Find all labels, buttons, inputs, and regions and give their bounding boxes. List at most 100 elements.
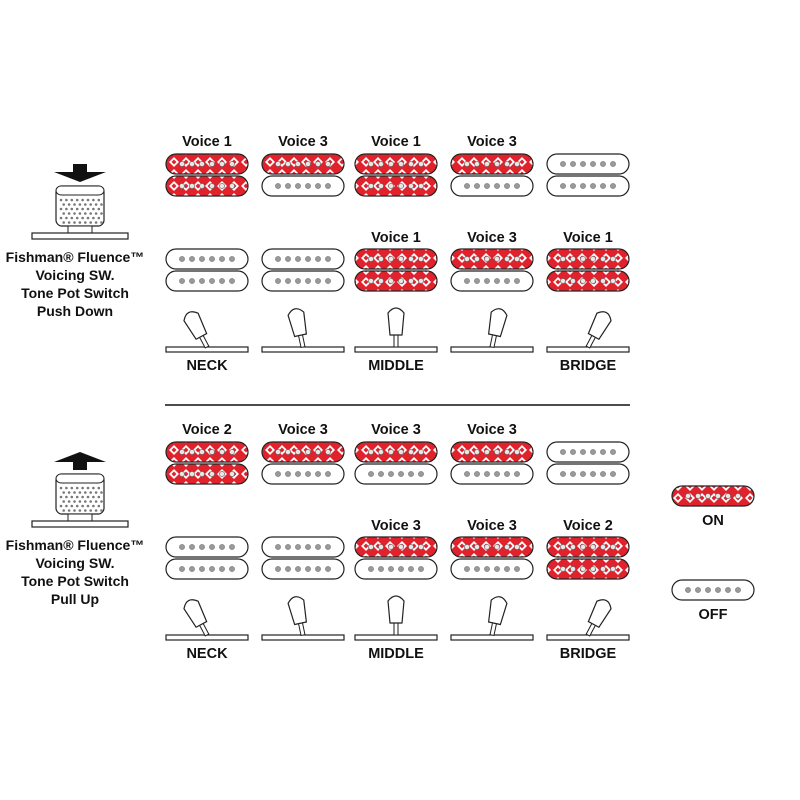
pole-piece	[189, 471, 195, 477]
pole-piece	[295, 161, 301, 167]
switch-lever	[387, 595, 405, 636]
pole-piece	[494, 161, 500, 167]
knurl-dot	[94, 500, 98, 503]
coil	[546, 558, 630, 580]
pole-piece	[484, 161, 490, 167]
pole-piece	[580, 566, 586, 572]
pole-piece	[388, 566, 394, 572]
switch-plate	[546, 634, 630, 641]
knurl-dot	[59, 495, 63, 499]
pole-piece	[590, 566, 596, 572]
pole-piece	[368, 278, 374, 284]
pole-piece	[610, 161, 616, 167]
pole-piece	[494, 278, 500, 284]
pole-piece	[590, 183, 596, 189]
coil	[450, 175, 534, 197]
bridge-voice-label: Voice 2	[563, 518, 613, 534]
pole-piece	[418, 544, 424, 550]
knurl-dot	[81, 216, 84, 220]
coil	[354, 441, 438, 463]
pole-piece	[695, 587, 701, 593]
knurl-dot	[86, 207, 90, 211]
pole-piece	[189, 161, 195, 167]
pole-piece	[398, 161, 404, 167]
pole-piece	[295, 278, 301, 284]
pole-piece	[514, 566, 520, 572]
pole-piece	[560, 256, 566, 262]
pole-piece	[219, 161, 225, 167]
bridge-voice-label: Voice 1	[563, 230, 613, 246]
switch-plate	[546, 346, 630, 353]
pole-piece	[418, 278, 424, 284]
knurl-dot	[92, 504, 95, 508]
pole-piece	[325, 278, 331, 284]
knurl-dot	[75, 207, 79, 211]
pole-piece	[600, 278, 606, 284]
pole-piece	[560, 449, 566, 455]
coil	[450, 441, 534, 463]
pickup-selector-switch	[546, 311, 630, 353]
knurl-dot	[73, 221, 76, 224]
knurl-dot	[59, 198, 63, 202]
knurl-dot	[81, 486, 84, 490]
pole-piece	[189, 544, 195, 550]
pole-piece	[388, 183, 394, 189]
pole-piece	[275, 566, 281, 572]
pole-piece	[514, 256, 520, 262]
knurl-dot	[70, 216, 74, 220]
neck-humbucker	[450, 441, 534, 485]
knurl-dot	[97, 207, 101, 211]
coil	[354, 558, 438, 580]
knurl-dot	[62, 203, 65, 206]
neck-voice-label: Voice 1	[371, 134, 421, 150]
knob-base-plate	[31, 520, 129, 528]
pole-piece	[305, 471, 311, 477]
pole-piece	[560, 471, 566, 477]
pole-piece	[368, 161, 374, 167]
coil	[165, 153, 249, 175]
pole-piece	[464, 278, 470, 284]
pole-piece	[209, 256, 215, 262]
pole-piece	[315, 256, 321, 262]
knurl-dot	[70, 504, 74, 508]
knurl-dot	[59, 216, 63, 220]
bridge-humbucker	[450, 248, 534, 292]
pole-piece	[464, 449, 470, 455]
pole-piece	[705, 493, 711, 499]
pole-piece	[209, 566, 215, 572]
knurl-dot	[94, 221, 98, 224]
bridge-humbucker	[546, 248, 630, 292]
coil	[450, 558, 534, 580]
knurl-dot	[86, 495, 90, 499]
neck-humbucker	[261, 441, 345, 485]
pole-piece	[199, 278, 205, 284]
pole-piece	[504, 544, 510, 550]
bridge-humbucker	[354, 248, 438, 292]
pole-piece	[600, 471, 606, 477]
knurl-dot	[84, 221, 87, 224]
knob-label-line: Tone Pot Switch	[21, 573, 129, 589]
pole-piece	[610, 278, 616, 284]
knurl-dot	[81, 495, 84, 499]
pole-piece	[418, 161, 424, 167]
neck-humbucker	[546, 153, 630, 197]
pole-piece	[570, 566, 576, 572]
knob-label-line: Pull Up	[51, 591, 99, 607]
neck-humbucker	[261, 153, 345, 197]
switch-plate	[450, 346, 534, 353]
pole-piece	[514, 183, 520, 189]
knurl-dot	[97, 198, 101, 202]
pole-piece	[229, 471, 235, 477]
switch-lever	[487, 596, 508, 637]
pole-piece	[295, 544, 301, 550]
pole-piece	[378, 544, 384, 550]
knurl-dot	[73, 509, 76, 512]
knurl-dot	[75, 198, 79, 202]
pole-piece	[514, 544, 520, 550]
pole-piece	[305, 544, 311, 550]
pole-piece	[229, 449, 235, 455]
pole-piece	[484, 278, 490, 284]
switch-plate	[165, 346, 249, 353]
coil	[165, 248, 249, 270]
coil	[165, 175, 249, 197]
